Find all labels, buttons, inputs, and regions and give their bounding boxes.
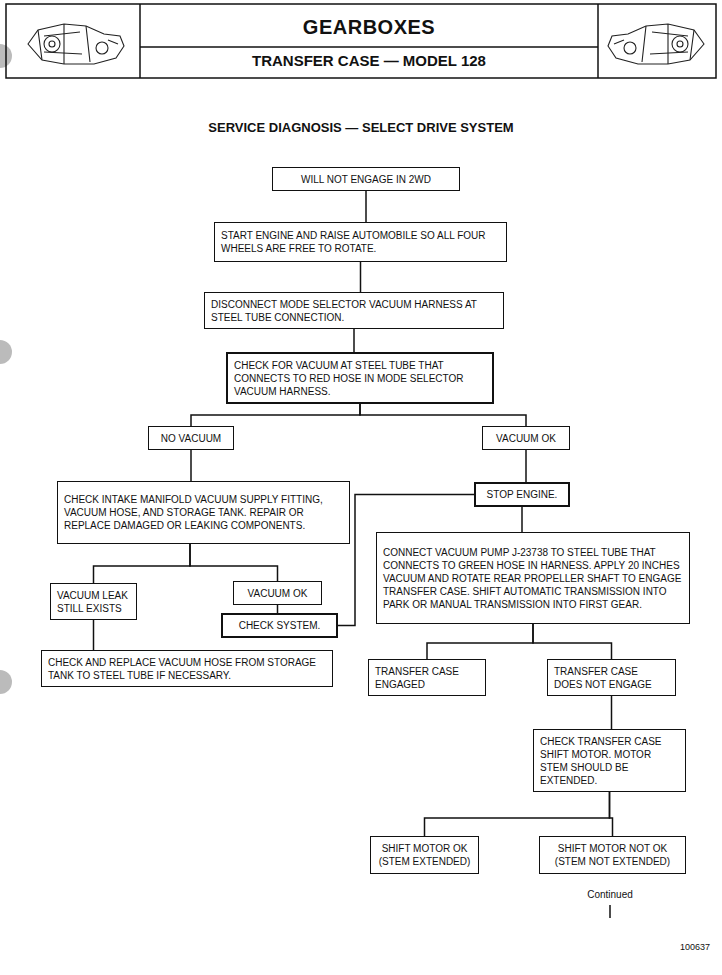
box-text: DISCONNECT MODE SELECTOR VACUUM HARNESS … — [211, 298, 497, 324]
box-text: CHECK INTAKE MANIFOLD VACUUM SUPPLY FITT… — [64, 493, 343, 532]
box-text: CHECK SYSTEM. — [229, 619, 330, 632]
box-text: WILL NOT ENGAGE IN 2WD — [279, 173, 453, 186]
process-box: NO VACUUM — [148, 426, 234, 450]
box-text: CHECK TRANSFER CASE SHIFT MOTOR. MOTOR S… — [540, 735, 679, 787]
flow-connector — [425, 792, 610, 836]
header-subtitle: TRANSFER CASE — MODEL 128 — [140, 52, 598, 69]
box-text: CONNECT VACUUM PUMP J-23738 TO STEEL TUB… — [383, 546, 683, 611]
header-frame — [6, 4, 716, 78]
process-box: STOP ENGINE. — [474, 482, 570, 507]
flow-connector — [353, 329, 355, 352]
box-text: CHECK AND REPLACE VACUUM HOSE FROM STORA… — [48, 656, 326, 682]
flow-connector — [611, 696, 613, 729]
process-box: SHIFT MOTOR NOT OK (STEM NOT EXTENDED) — [539, 836, 686, 874]
box-text: NO VACUUM — [155, 432, 227, 445]
process-box: START ENGINE AND RAISE AUTOMOBILE SO ALL… — [214, 222, 507, 262]
binder-holes — [0, 44, 12, 694]
box-text: STOP ENGINE. — [482, 488, 562, 501]
flow-connector — [360, 404, 526, 426]
flow-connector — [190, 450, 192, 481]
flow-connector — [93, 620, 95, 650]
process-box: CONNECT VACUUM PUMP J-23738 TO STEEL TUB… — [376, 532, 690, 624]
flow-connector — [427, 624, 533, 659]
box-text: VACUUM LEAK STILL EXISTS — [57, 589, 130, 615]
box-text: SHIFT MOTOR NOT OK (STEM NOT EXTENDED) — [546, 842, 679, 868]
diagram-title: SERVICE DIAGNOSIS — SELECT DRIVE SYSTEM — [0, 120, 722, 135]
process-box: CHECK TRANSFER CASE SHIFT MOTOR. MOTOR S… — [533, 729, 686, 792]
box-text: TRANSFER CASE DOES NOT ENGAGE — [554, 665, 669, 691]
box-text: SHIFT MOTOR OK (STEM EXTENDED) — [377, 842, 472, 868]
process-box: VACUUM OK — [233, 581, 322, 605]
box-text: VACUUM OK — [489, 432, 563, 445]
box-text: VACUUM OK — [240, 587, 315, 600]
figure-number: 100637 — [640, 942, 710, 952]
flow-connector — [191, 404, 360, 426]
flow-connector — [525, 450, 527, 482]
flow-connector — [94, 544, 191, 583]
flow-connector — [610, 792, 613, 836]
flow-connector — [533, 624, 612, 659]
flow-connector — [365, 191, 367, 222]
flow-connector — [521, 507, 523, 532]
process-box: SHIFT MOTOR OK (STEM EXTENDED) — [370, 836, 479, 874]
flow-connector — [190, 544, 278, 581]
process-box: CHECK FOR VACUUM AT STEEL TUBE THAT CONN… — [226, 352, 494, 404]
process-box: WILL NOT ENGAGE IN 2WD — [272, 167, 460, 191]
continued-note: Continued — [570, 889, 650, 900]
flow-connector — [277, 605, 279, 613]
process-box: TRANSFER CASE DOES NOT ENGAGE — [547, 659, 676, 696]
process-box: CHECK SYSTEM. — [221, 613, 338, 638]
gearbox-illustration — [608, 24, 704, 64]
box-text: START ENGINE AND RAISE AUTOMOBILE SO ALL… — [221, 229, 500, 255]
process-box: VACUUM OK — [482, 426, 570, 450]
process-box: DISCONNECT MODE SELECTOR VACUUM HARNESS … — [204, 292, 504, 329]
continued-line — [609, 905, 611, 918]
process-box: CHECK INTAKE MANIFOLD VACUUM SUPPLY FITT… — [57, 481, 350, 544]
box-text: CHECK FOR VACUUM AT STEEL TUBE THAT CONN… — [234, 359, 486, 398]
gearbox-illustration — [28, 24, 124, 64]
process-box: TRANSFER CASE ENGAGED — [368, 659, 486, 696]
header-title: GEARBOXES — [140, 16, 598, 39]
flow-connector — [360, 262, 362, 292]
box-text: TRANSFER CASE ENGAGED — [375, 665, 479, 691]
process-box: CHECK AND REPLACE VACUUM HOSE FROM STORA… — [41, 650, 333, 687]
process-box: VACUUM LEAK STILL EXISTS — [50, 583, 137, 620]
